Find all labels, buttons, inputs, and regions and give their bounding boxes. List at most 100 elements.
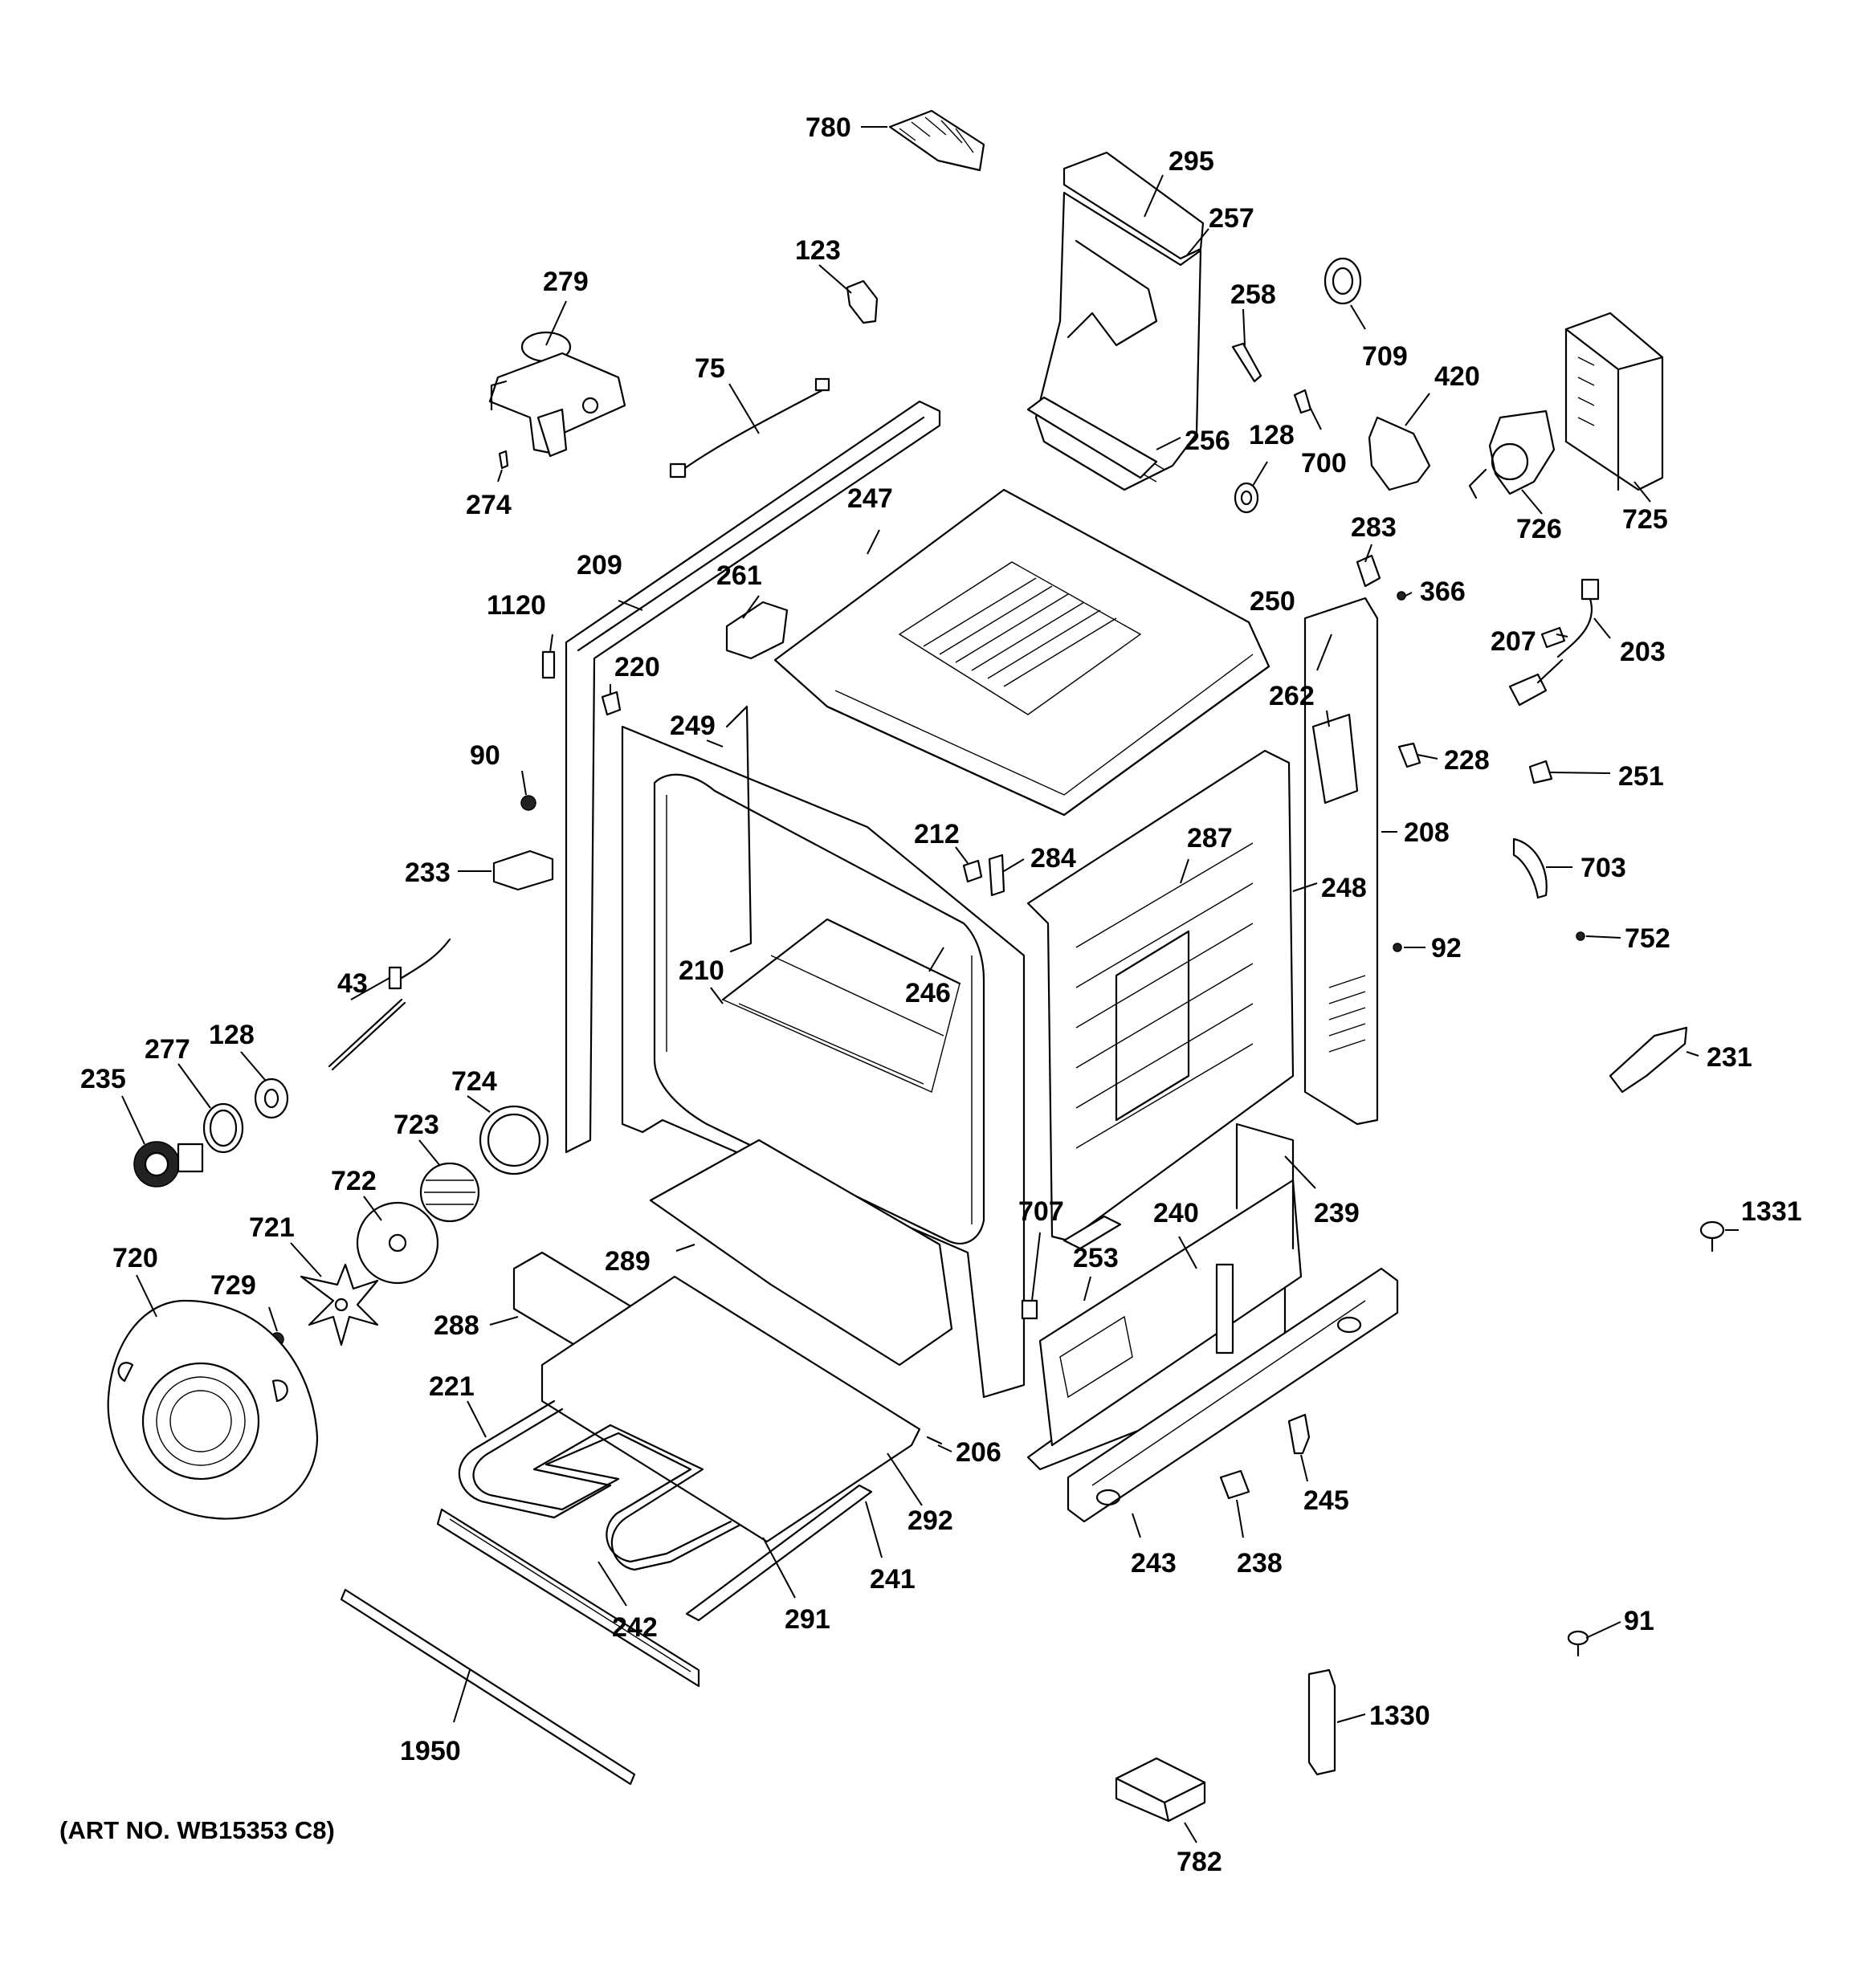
part-1120-clip (541, 650, 556, 679)
part-241-rail (685, 1484, 873, 1622)
part-239-rear-panel (1235, 1122, 1295, 1250)
callout-91: 91 (1624, 1606, 1654, 1636)
callout-239: 239 (1314, 1198, 1360, 1228)
callout-289: 289 (605, 1246, 651, 1277)
part-284-clip (988, 853, 1005, 897)
callout-231: 231 (1707, 1042, 1752, 1073)
part-128-grommet-left (254, 1078, 289, 1119)
callout-208: 208 (1404, 817, 1450, 848)
part-726-fan-motor (1468, 409, 1556, 499)
callout-752: 752 (1625, 923, 1670, 954)
callout-1330: 1330 (1369, 1701, 1430, 1731)
callout-245: 245 (1303, 1485, 1349, 1516)
callout-210: 210 (679, 955, 724, 986)
part-707-clip (1021, 1299, 1038, 1320)
part-258-clip (1231, 342, 1262, 383)
part-123-bracket (846, 279, 879, 324)
callout-261: 261 (716, 560, 762, 591)
callout-labels: 780 295 257 123 279 258 709 420 75 256 1… (80, 112, 1802, 1877)
callout-287: 287 (1187, 823, 1233, 853)
callout-709: 709 (1362, 341, 1408, 372)
callout-253: 253 (1073, 1243, 1119, 1273)
callout-729: 729 (210, 1270, 256, 1301)
callout-284: 284 (1030, 843, 1076, 874)
callout-420: 420 (1434, 361, 1480, 392)
part-283-clip (1356, 554, 1381, 588)
part-248-side-panel (1026, 749, 1295, 1242)
part-274-screw (498, 450, 509, 470)
part-221-bake-element (458, 1399, 740, 1571)
callout-274: 274 (466, 490, 512, 520)
callout-43: 43 (337, 968, 368, 999)
part-235-convection-motor (133, 1141, 204, 1188)
callout-242: 242 (612, 1612, 658, 1643)
part-249-frame (725, 705, 753, 953)
callout-128-left: 128 (209, 1020, 255, 1050)
part-233-bracket (492, 849, 554, 891)
art-number: (ART NO. WB15353 C8) (59, 1816, 335, 1844)
callout-292: 292 (907, 1505, 953, 1536)
callout-207: 207 (1491, 626, 1536, 657)
callout-221: 221 (429, 1371, 475, 1402)
part-752-screw (1576, 931, 1585, 941)
callout-722: 722 (331, 1166, 377, 1196)
callout-703: 703 (1580, 853, 1626, 883)
part-723-baffle (419, 1162, 480, 1223)
part-228-clip (1397, 742, 1421, 768)
callout-250: 250 (1250, 586, 1295, 617)
part-220-clip (601, 691, 622, 716)
part-231-bracket (1609, 1026, 1688, 1094)
part-206-screw (926, 1436, 943, 1445)
callout-243: 243 (1131, 1548, 1177, 1579)
part-243-bottom-rail (1067, 1267, 1399, 1523)
part-251-clip (1528, 760, 1553, 784)
callout-228: 228 (1444, 745, 1490, 776)
part-1331-bolt (1699, 1220, 1725, 1253)
part-700-clip (1293, 389, 1312, 414)
part-709-gasket (1324, 257, 1362, 305)
part-722-plate (356, 1201, 439, 1285)
callout-123: 123 (795, 235, 841, 266)
part-207-clip (1540, 626, 1566, 649)
part-43-sensor (328, 938, 451, 1071)
callout-238: 238 (1237, 1548, 1283, 1579)
part-240-lower-panel (1026, 1179, 1303, 1471)
callout-262: 262 (1269, 681, 1315, 711)
part-782-cover (1115, 1757, 1206, 1823)
callout-366: 366 (1420, 576, 1466, 607)
callout-209: 209 (577, 550, 622, 581)
callout-92: 92 (1431, 933, 1462, 963)
part-75-wire (669, 377, 830, 479)
leader-lines (121, 126, 1739, 1843)
part-292-plate (540, 1275, 921, 1543)
callout-723: 723 (394, 1110, 439, 1140)
callout-246: 246 (905, 978, 951, 1008)
part-720-convection-cover (107, 1299, 319, 1520)
callout-249: 249 (670, 711, 716, 741)
part-203-harness (1508, 578, 1600, 707)
callout-203: 203 (1620, 637, 1666, 667)
callout-1331: 1331 (1741, 1196, 1802, 1227)
callout-247: 247 (847, 483, 893, 514)
part-277-gasket (202, 1102, 244, 1154)
part-279-valve (488, 331, 626, 458)
callout-220: 220 (614, 652, 660, 682)
callout-780: 780 (806, 112, 851, 143)
callout-724: 724 (451, 1066, 497, 1097)
part-238-foot (1219, 1469, 1250, 1500)
part-92-screw (1393, 943, 1402, 952)
callout-700: 700 (1301, 448, 1347, 479)
part-208-side-frame (1303, 597, 1379, 1126)
part-245-leveling-leg (1287, 1413, 1311, 1455)
callout-90: 90 (470, 740, 500, 771)
part-725-box (1564, 312, 1664, 491)
callout-251: 251 (1618, 761, 1664, 792)
callout-721: 721 (249, 1212, 295, 1243)
callout-128-top: 128 (1249, 420, 1295, 450)
part-253-bracket (1062, 1215, 1122, 1250)
callout-291: 291 (785, 1604, 830, 1635)
part-366-screw (1397, 591, 1406, 601)
callout-240: 240 (1153, 1198, 1199, 1228)
callout-1120: 1120 (487, 590, 546, 621)
